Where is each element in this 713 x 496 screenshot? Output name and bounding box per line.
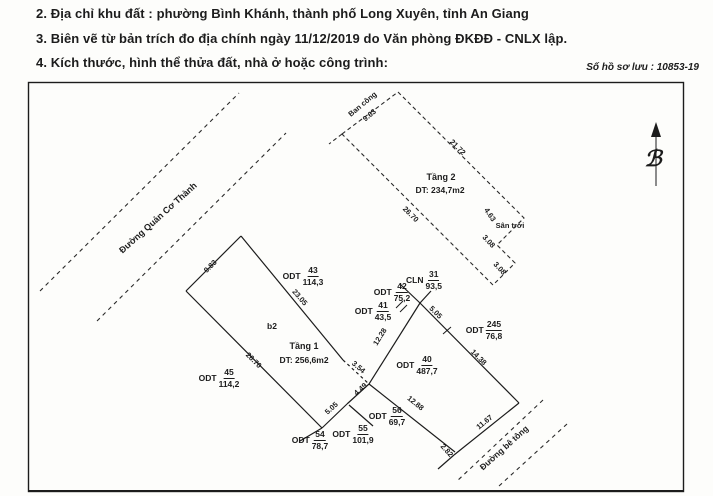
edge-5-05-14-38	[419, 302, 520, 404]
edge-12-28	[368, 302, 421, 385]
dim-5-05b: 5.05	[427, 304, 444, 321]
road-label-quan-co-thanh: Đường Quản Cơ Thành	[117, 180, 199, 255]
dim-12-88: 12.88	[405, 394, 425, 413]
edge-23-05	[240, 235, 344, 361]
edge-11-67	[453, 402, 520, 456]
dim-11-67: 11.67	[474, 413, 494, 432]
road-label-be-tong: Đường bê tông	[478, 423, 531, 472]
tang1-label: Tầng 1	[289, 341, 318, 351]
dim-4-49: 4.49	[352, 381, 369, 397]
dim-3-08a: 3.08	[481, 233, 498, 250]
address-line: 2. Địa chỉ khu đất : phường Bình Khánh, …	[36, 6, 529, 21]
dimension-labels: 9.83 23.05 26.70 3.54 4.49 5.05 12.88 2.…	[202, 107, 508, 459]
road-lines	[39, 92, 568, 487]
dim-23-05: 23.05	[290, 287, 309, 307]
dim-3-08b: 3.08	[492, 260, 509, 277]
dim-26-70: 26.70	[244, 350, 264, 370]
ban-cong-tip	[328, 133, 343, 145]
san-troi-label: Sân trời	[496, 221, 525, 230]
dim-26-70-t2: 26.70	[401, 204, 421, 224]
tang2-label: Tầng 2	[426, 172, 455, 182]
dim-21-72: 21.72	[448, 137, 468, 157]
north-arrowhead	[651, 122, 661, 137]
tick-31	[419, 290, 432, 304]
edge-26-70	[185, 290, 323, 429]
tang2-area: DT: 234,7m2	[415, 185, 464, 195]
dim-14-38: 14.38	[469, 347, 489, 367]
dim-9-63: 9.63	[361, 107, 378, 123]
north-arrow: ℬ	[644, 122, 664, 186]
divider-54	[299, 427, 323, 442]
survey-source-line: 3. Biên vẽ từ bản trích đo địa chính ngà…	[36, 31, 568, 46]
parcel-boundaries	[185, 235, 520, 470]
edge-4-49	[346, 383, 370, 405]
tick-41-a	[395, 300, 404, 309]
divider-55-56	[348, 404, 374, 427]
tang1-area: DT: 256,6m2	[279, 355, 328, 365]
edge-5-05	[321, 403, 348, 429]
edge-2-82	[437, 454, 455, 470]
divider-42-31	[399, 283, 421, 304]
north-symbol: ℬ	[644, 146, 664, 172]
edge-12-88	[368, 383, 456, 453]
dimensions-heading: 4. Kích thước, hình thể thửa đất, nhà ở …	[36, 55, 389, 70]
tick-5-05-14-38	[442, 326, 452, 335]
tick-41-b	[399, 304, 408, 313]
edge-9-83	[185, 235, 242, 292]
tang2-outline	[328, 91, 525, 286]
dim-12-28: 12.28	[371, 326, 389, 347]
dim-3-54: 3.54	[350, 359, 368, 376]
file-number: Số hồ sơ lưu : 10853-19	[586, 62, 699, 73]
b2-label: b2	[267, 321, 277, 331]
